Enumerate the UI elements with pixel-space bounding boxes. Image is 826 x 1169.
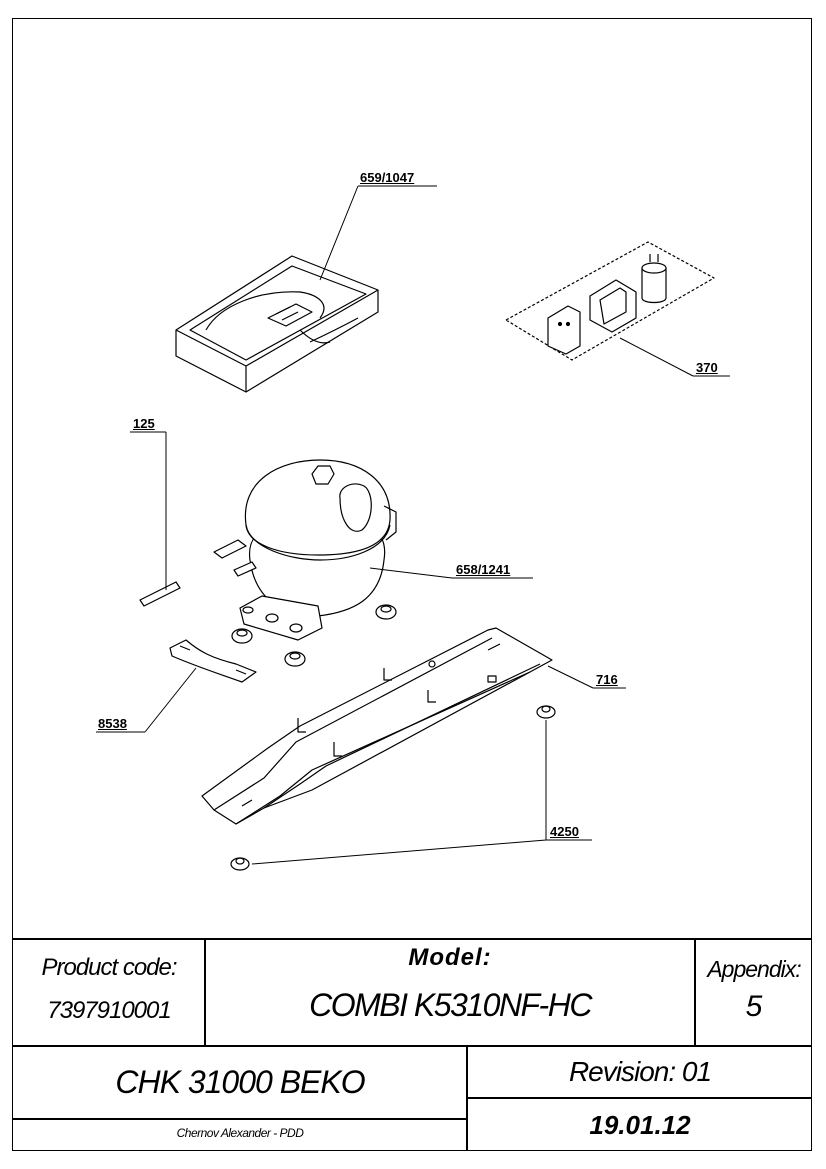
appendix-value: 5 <box>745 990 763 1023</box>
revision-date: 19.01.12 <box>589 1110 691 1140</box>
model-value: COMBI K5310NF-HC <box>309 987 592 1023</box>
author-name: Chernov Alexander - PDD <box>176 1126 304 1140</box>
callout-grommet: 4250 <box>550 824 579 839</box>
tube-part <box>139 581 181 607</box>
drawing-frame <box>12 18 812 1151</box>
callout-tube: 125 <box>133 416 155 431</box>
mounting-bracket-part <box>201 627 553 825</box>
appendix-label: Appendix: <box>707 956 801 982</box>
callout-compressor: 658/1241 <box>456 562 511 577</box>
strap-part <box>169 639 257 683</box>
revision-label: Revision: 01 <box>568 1056 712 1087</box>
product-code-label: Product code: <box>41 954 177 981</box>
model-label: Model: <box>408 944 492 971</box>
drain-tray-part <box>175 255 379 393</box>
grommet-parts <box>230 604 556 871</box>
callout-electrical-kit: 370 <box>696 360 718 375</box>
callout-bracket: 716 <box>596 672 618 687</box>
product-code-value: 7397910001 <box>47 997 171 1024</box>
electrical-kit-part <box>505 241 715 361</box>
leader-lines <box>96 185 730 865</box>
chassis-name: CHK 31000 BEKO <box>115 1064 365 1100</box>
callout-drain-tray: 659/1047 <box>360 170 415 185</box>
callout-strap: 8538 <box>98 716 127 731</box>
compressor-part <box>213 459 397 641</box>
